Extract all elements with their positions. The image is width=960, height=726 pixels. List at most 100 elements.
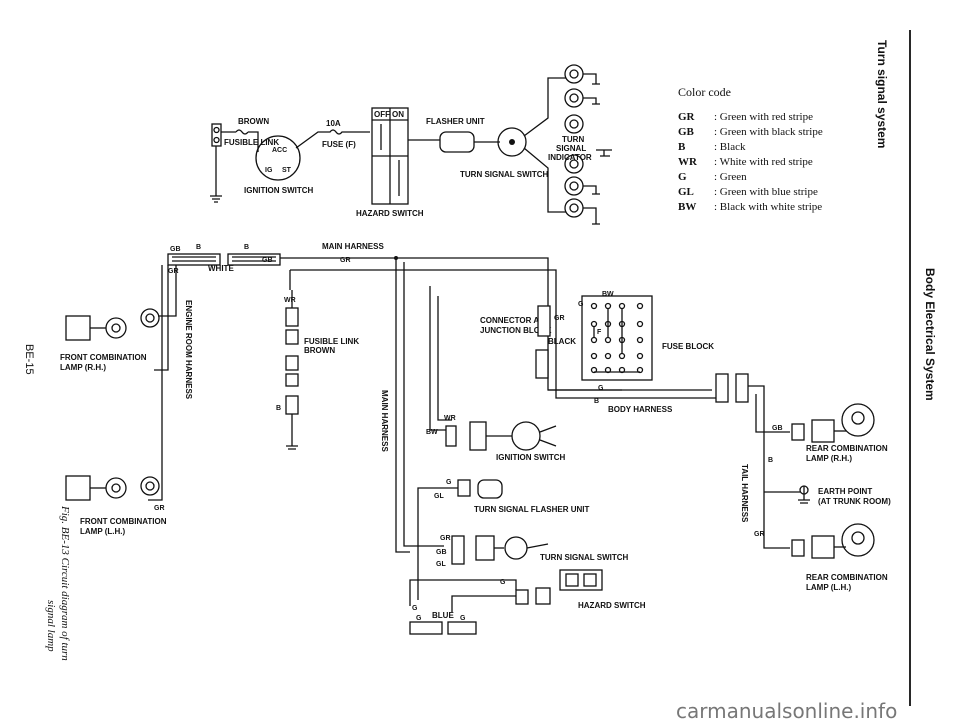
gl-label-fu: GL [434, 493, 444, 500]
fuse-f-label: FUSE (F) [322, 140, 356, 149]
g-label-b3: G [460, 615, 466, 622]
fusible-link-brown-label-1: FUSIBLE LINK [304, 337, 359, 346]
turn-signal-switch-top [497, 127, 527, 157]
tss-connector [475, 535, 495, 561]
tsfu-label: TURN SIGNAL FLASHER UNIT [474, 505, 590, 514]
connector-white-2 [227, 253, 281, 266]
brown-label: BROWN [238, 117, 269, 126]
figure-caption-1: Fig. BE-13 Circuit diagram of turn [59, 505, 71, 661]
lamp-rr [564, 154, 584, 174]
rear-combination-lamp-rh: REAR COMBINATION LAMP (R.H.) [791, 403, 888, 463]
fuse-block-label: FUSE BLOCK [662, 342, 714, 351]
ignition-switch-mid: WR BW IGNITION SWITCH [426, 286, 566, 462]
section-title: Turn signal system [875, 40, 889, 148]
earth-point: EARTH POINT (AT TRUNK ROOM) [764, 485, 891, 506]
body-wire-b [555, 380, 716, 399]
gr-label-lh: GR [154, 505, 165, 512]
fuse-wire [295, 129, 370, 149]
gb-label-tail: GB [772, 425, 783, 432]
bw-label-fb: BW [602, 291, 614, 298]
gr-label-1: GR [168, 268, 179, 275]
connector-stack-1 [285, 355, 299, 371]
bw-label-mid: BW [426, 429, 438, 436]
rear-comb-lh-label-2: LAMP (L.H.) [806, 583, 852, 592]
cc-desc-0: : Green with red stripe [714, 111, 813, 123]
turn-signal-switch-bottom: GR GB GL TURN SIGNAL SWITCH [436, 535, 629, 568]
main-harness-top-label: MAIN HARNESS [322, 242, 384, 251]
turn-switch-outputs [523, 77, 566, 213]
b-label-tail: B [768, 457, 773, 464]
chapter-title: Body Electrical System [923, 268, 937, 401]
front-comb-rh-label-2: LAMP (R.H.) [60, 363, 106, 372]
front-comb-lh-label-1: FRONT COMBINATION [80, 517, 167, 526]
main-wire-gr [280, 257, 622, 391]
front-combination-lamp-rh: FRONT COMBINATION LAMP (R.H.) [60, 308, 160, 372]
ground-icon [210, 195, 222, 203]
figure-caption-2: signal lamp [45, 600, 57, 652]
cc-desc-1: : Green with black stripe [714, 126, 823, 138]
flasher-unit-top: FLASHER UNIT TURN SIGNAL SWITCH [408, 77, 566, 213]
ign-ign: IG [265, 167, 273, 174]
lamp-fl [564, 64, 600, 85]
stack-wire [286, 290, 298, 450]
hazard-switch-top-label: HAZARD SWITCH [356, 209, 424, 218]
g-label-hz: G [500, 579, 506, 586]
cc-code-6: BW [678, 201, 696, 213]
turn-switch-knob-icon [504, 536, 528, 560]
rear-comb-rh-label-1: REAR COMBINATION [806, 444, 888, 453]
cc-code-5: GL [678, 186, 694, 198]
main-wire-4 [403, 262, 444, 547]
cc-desc-6: : Black with white stripe [714, 201, 822, 213]
gb-label-tss: GB [436, 549, 447, 556]
bottom-connector-2 [447, 621, 477, 635]
g-label-body: G [598, 385, 604, 392]
b-label-2: B [244, 244, 249, 251]
hazard-switch-top: OFF ON HAZARD SWITCH [356, 107, 424, 218]
g-label-fb: G [578, 301, 584, 308]
fusible-link-brown-label-2: BROWN [304, 346, 335, 355]
ignition-switch-mid-label: IGNITION SWITCH [496, 453, 566, 462]
flasher-unit-body [439, 131, 475, 153]
main-wire-2 [289, 269, 557, 380]
earth-point-label-1: EARTH POINT [818, 487, 872, 496]
blue-label: BLUE [432, 611, 454, 620]
color-code-legend: Color code GR : Green with red stripe GB… [678, 85, 823, 213]
white-label: WHITE [208, 264, 234, 273]
b-label-1: B [196, 244, 201, 251]
g-label-fu: G [446, 479, 452, 486]
ignition-key-icon [511, 421, 541, 451]
connector-stack-2 [285, 373, 299, 387]
front-comb-rh-label-1: FRONT COMBINATION [60, 353, 147, 362]
watermark: carmanualsonline.info [676, 699, 897, 723]
front-combination-lamp-lh: GR FRONT COMBINATION LAMP (L.H.) [65, 475, 167, 536]
front-comb-lh-label-2: LAMP (L.H.) [80, 527, 126, 536]
cc-code-0: GR [678, 111, 696, 123]
body-connector-2 [735, 373, 749, 403]
turn-indicator-label-3: INDICATOR [548, 153, 592, 162]
b-label-body: B [594, 398, 599, 405]
fuse-block-terminals [590, 302, 644, 374]
cc-desc-4: : Green [714, 171, 747, 183]
flasher-unit-label: FLASHER UNIT [426, 117, 485, 126]
cc-desc-3: : White with red stripe [714, 156, 813, 168]
main-harness-mid-label: MAIN HARNESS [380, 390, 389, 452]
b-label-stack: B [276, 405, 281, 412]
color-code-title: Color code [678, 85, 731, 99]
tail-harness-wires [748, 385, 790, 549]
turn-signal-flasher-unit: G GL TURN SIGNAL FLASHER UNIT [417, 479, 590, 600]
indicator-lamps-top: TURN SIGNAL INDICATOR [548, 64, 612, 225]
cc-desc-5: : Green with blue stripe [714, 186, 818, 198]
wr-label-1: WR [284, 297, 296, 304]
fusible-link-box [285, 329, 299, 345]
hazard-contacts [380, 124, 400, 196]
gr-label-tss: GR [440, 535, 451, 542]
connector-jb-label-1: CONNECTOR AT [480, 316, 544, 325]
main-wire-3 [395, 258, 410, 553]
jb-connector [537, 305, 551, 337]
ignition-switch-label: IGNITION SWITCH [244, 186, 314, 195]
g-label-b1: G [412, 605, 418, 612]
fusible-link-stack: WR FUSIBLE LINK BROWN B [276, 290, 359, 450]
gb-label-1: GB [170, 246, 181, 253]
gr-label-jb: GR [554, 315, 565, 322]
